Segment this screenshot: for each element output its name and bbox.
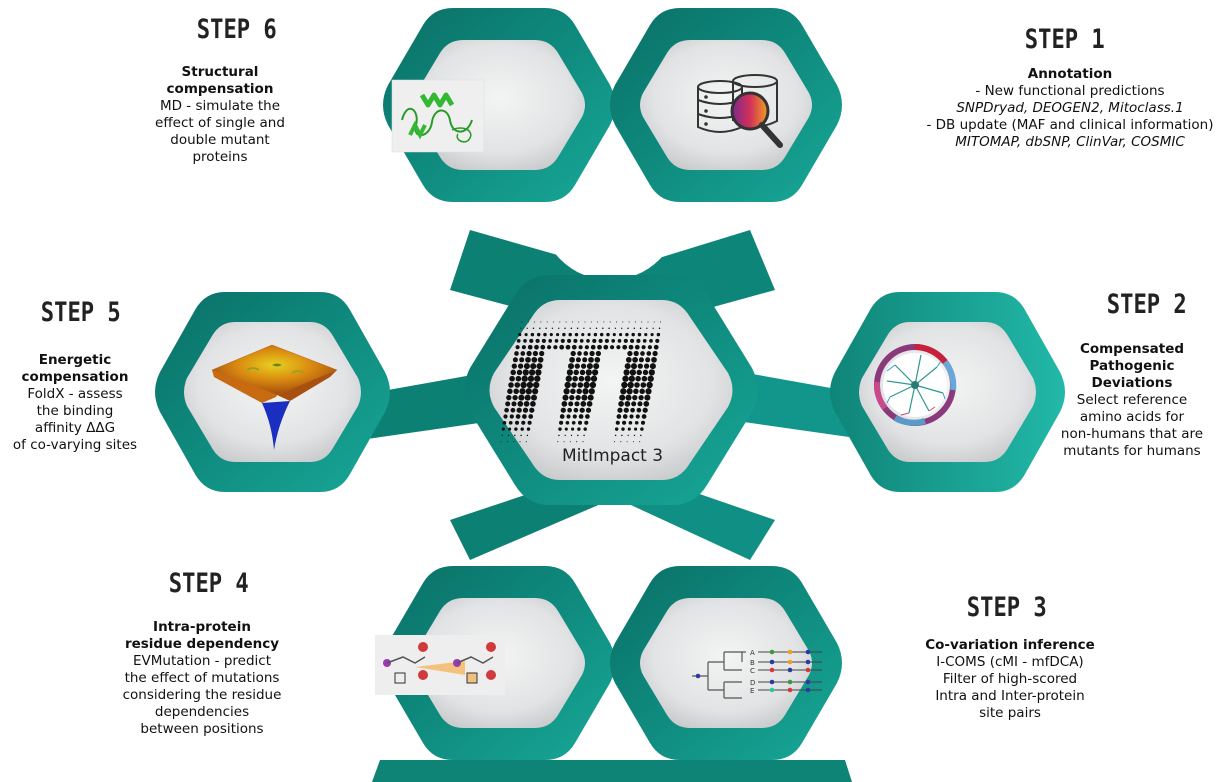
step5-line-2: the binding <box>36 403 114 419</box>
tree-label-c: C <box>750 667 755 675</box>
step2-line-2: amino acids for <box>1079 409 1185 425</box>
step3-line-2: Filter of high-scored <box>942 671 1078 687</box>
hex-step3 <box>600 566 852 782</box>
step3-title: STEP 3 <box>966 592 1047 623</box>
step2-heading-2: Pathogenic <box>1089 358 1175 374</box>
step3-line-4: site pairs <box>979 705 1041 721</box>
step2-heading-1: Compensated <box>1079 341 1185 357</box>
step4-line-5: between positions <box>140 721 264 737</box>
tree-label-a: A <box>750 649 755 657</box>
step1-tools-1: SNPDryad, DEOGEN2, Mitoclass.1 <box>956 100 1184 116</box>
step1-tools-2: MITOMAP, dbSNP, ClinVar, COSMIC <box>955 134 1185 150</box>
tree-label-b: B <box>750 659 755 667</box>
step3-description: Co-variation inference I-COMS (cMI - mfD… <box>895 637 1125 722</box>
protein-structure-icon <box>391 79 485 153</box>
step2-heading-3: Deviations <box>1091 375 1173 391</box>
step5-line-4: of co-varying sites <box>12 437 138 453</box>
hex-step1 <box>610 8 842 202</box>
step6-line-4: proteins <box>192 149 248 165</box>
step2-line-3: non-humans that are <box>1060 426 1204 442</box>
tree-label-d: D <box>750 679 755 687</box>
step2-description: Compensated Pathogenic Deviations Select… <box>1046 341 1218 460</box>
mitimpact-logo <box>500 321 662 443</box>
step1-line-1: - New functional predictions <box>975 83 1165 99</box>
step4-heading-1: Intra-protein <box>153 619 251 635</box>
step1-heading: Annotation <box>1027 66 1113 82</box>
step4-line-2: the effect of mutations <box>124 670 280 686</box>
step5-heading-2: compensation <box>21 369 129 385</box>
step2-line-4: mutants for humans <box>1063 443 1201 459</box>
step5-description: Energetic compensation FoldX - assess th… <box>0 352 150 454</box>
database-search-icon <box>697 74 783 148</box>
step4-line-1: EVMutation - predict <box>132 653 271 669</box>
tree-label-e: E <box>750 687 754 695</box>
step3-heading: Co-variation inference <box>925 637 1095 653</box>
step3-line-3: Intra and Inter-protein <box>935 688 1085 704</box>
step1-title: STEP 1 <box>1024 24 1105 55</box>
step4-line-3: considering the residue <box>122 687 282 703</box>
step5-heading-1: Energetic <box>38 352 112 368</box>
step4-heading-2: residue dependency <box>124 636 280 652</box>
center-label: MitImpact 3 <box>562 446 664 466</box>
step5-line-1: FoldX - assess <box>27 386 123 402</box>
step6-heading-1: Structural <box>181 64 259 80</box>
step6-title: STEP 6 <box>196 14 277 45</box>
step4-line-4: dependencies <box>154 704 250 720</box>
step4-description: Intra-protein residue dependency EVMutat… <box>92 619 312 738</box>
step4-title: STEP 4 <box>168 568 249 599</box>
step6-heading-2: compensation <box>166 81 274 97</box>
step6-line-1: MD - simulate the <box>159 98 281 114</box>
hex-step2 <box>830 292 1065 492</box>
residue-dependency-icon <box>375 635 505 695</box>
step6-line-2: effect of single and <box>155 115 285 131</box>
energy-landscape-icon <box>211 344 338 450</box>
step1-line-2: - DB update (MAF and clinical informatio… <box>926 117 1214 133</box>
step5-title: STEP 5 <box>40 297 121 328</box>
step2-line-1: Select reference <box>1076 392 1188 408</box>
step2-title: STEP 2 <box>1106 289 1187 320</box>
step6-description: Structural compensation MD - simulate th… <box>135 64 305 166</box>
step1-description: Annotation - New functional predictions … <box>920 66 1220 151</box>
hex-center <box>464 275 758 505</box>
step6-line-3: double mutant <box>170 132 270 148</box>
step5-line-3: affinity ΔΔG <box>34 420 116 436</box>
step3-line-1: I-COMS (cMI - mfDCA) <box>936 654 1084 670</box>
circular-phylogeny-icon <box>873 344 957 426</box>
